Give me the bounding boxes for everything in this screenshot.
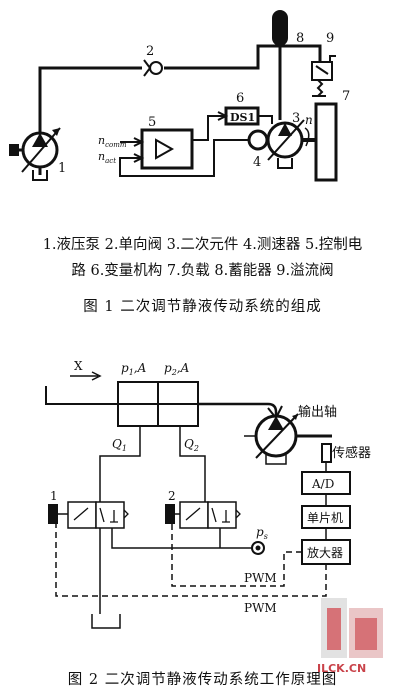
figure-1-diagram: 1 2 8 9 7 3 n 4 DS1 6: [9, 10, 350, 182]
n-act-label: nact: [98, 150, 116, 165]
relief-valve-9-icon: [311, 55, 336, 97]
q2-label: Q2: [184, 437, 199, 453]
output-shaft-label: 输出轴: [298, 404, 337, 420]
load-7-block: [314, 102, 338, 182]
label-n: n: [305, 113, 313, 127]
figure-1-legend: 1.液压泵 2.单向阀 3.二次元件 4.测速器 5.控制电 路 6.变量机构 …: [0, 232, 405, 284]
label-1: 1: [58, 161, 66, 176]
figure-1-caption: 图 1 二次调节静液传动系统的组成: [83, 299, 322, 315]
label-4: 4: [253, 155, 261, 170]
secondary-unit-3-icon: [266, 119, 316, 169]
legend-line-2: 路 6.变量机构 7.负载 8.蓄能器 9.溢流阀: [71, 263, 334, 279]
valve-1-label: 1: [50, 489, 58, 503]
label-3: 3: [292, 111, 300, 126]
sensor-block: [321, 443, 332, 463]
pwm-label-1: PWM: [244, 571, 277, 585]
accumulator-8-icon: [272, 10, 288, 68]
figure-2-diagram: p1,A p2,A X 输出轴 传感器 A/D 单片机 放大器 Q1 Q2: [45, 359, 371, 629]
label-6: 6: [236, 91, 244, 106]
p2-label: p2,A: [164, 361, 190, 377]
hydraulic-pump-1-icon: [9, 127, 61, 181]
amplifier-label: 放大器: [307, 545, 343, 560]
ds1-label: DS1: [230, 111, 255, 124]
servo-valve-2-icon: [165, 501, 241, 529]
label-2: 2: [146, 44, 154, 59]
q1-label: Q1: [112, 437, 127, 453]
x-label: X: [74, 359, 83, 373]
label-8: 8: [296, 31, 304, 46]
watermark-text: ILCK.CN: [317, 662, 366, 675]
label-7: 7: [342, 89, 350, 104]
check-valve-2-icon: [142, 59, 164, 77]
tank-icon: [91, 614, 121, 629]
valve-2-label: 2: [168, 489, 176, 503]
figure-2-caption: 图 2 二次调节静液传动系统工作原理图: [67, 672, 338, 688]
ps-label: ps: [256, 525, 268, 541]
secondary-unit-icon: [244, 413, 332, 465]
controller-5-block: [140, 128, 194, 170]
dual-cylinder-block: [117, 381, 199, 427]
servo-valve-1-icon: [48, 501, 129, 529]
mcu-label: 单片机: [307, 511, 343, 525]
sensor-label: 传感器: [332, 445, 371, 461]
pwm-label-2: PWM: [244, 601, 277, 615]
ad-label: A/D: [311, 477, 334, 491]
label-5: 5: [148, 115, 156, 130]
n-comm-label: ncomm: [98, 134, 127, 149]
amplifier-triangle-icon: [155, 138, 175, 160]
watermark-logo: ILCK.CN: [317, 598, 383, 675]
legend-line-1: 1.液压泵 2.单向阀 3.二次元件 4.测速器 5.控制电: [42, 237, 363, 253]
tachometer-4-icon: [247, 129, 269, 151]
p1-label: p1,A: [121, 361, 147, 377]
label-9: 9: [326, 31, 334, 46]
